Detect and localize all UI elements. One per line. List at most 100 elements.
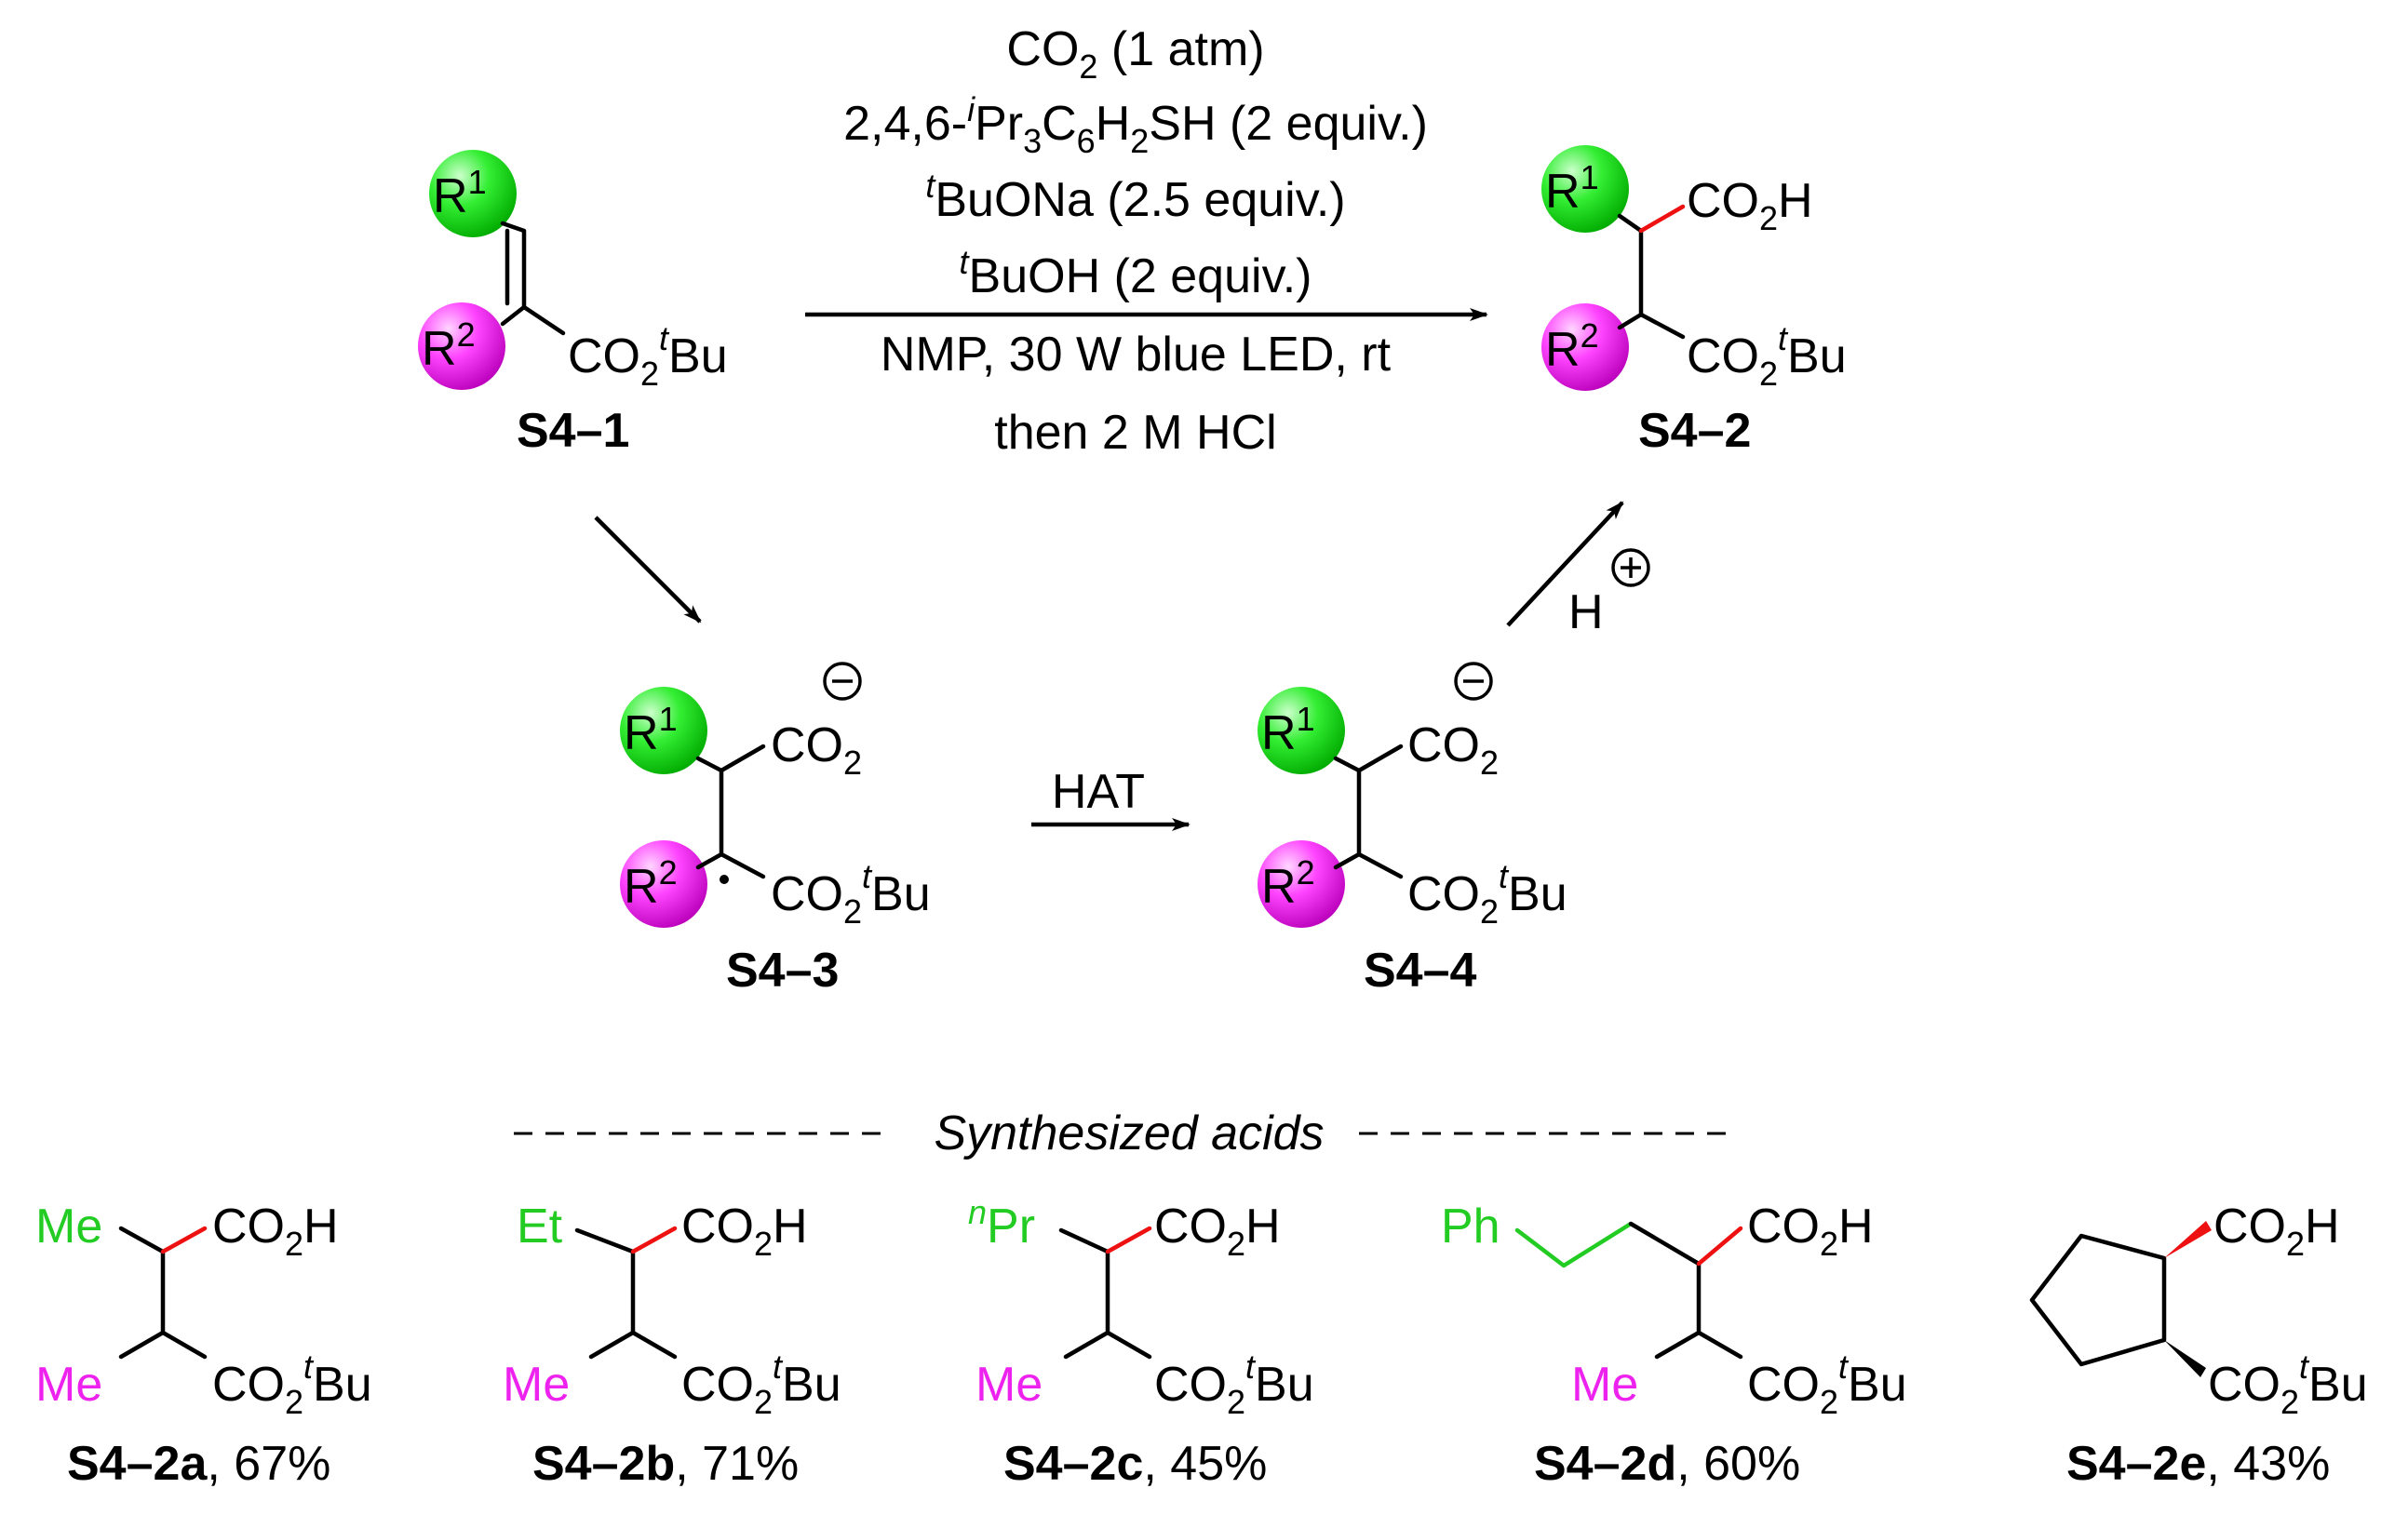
r2-sphere [1258, 840, 1345, 928]
r1-sphere [429, 150, 517, 237]
acid-group: CO2H [1747, 1200, 1874, 1263]
compound-s4-4: R1 R2 CO2 CO2tBu S4–4 [1258, 662, 1567, 998]
svg-text:R2: R2 [1261, 853, 1315, 914]
section-title: Synthesized acids [934, 1106, 1324, 1160]
reaction-conditions: CO2 (1 atm) 2,4,6-iPr3C6H2SH (2 equiv.) … [843, 22, 1428, 460]
label-s4-1: S4–1 [517, 404, 629, 458]
label-s4-3: S4–3 [726, 944, 839, 998]
condition-thiol: 2,4,6-iPr3C6H2SH (2 equiv.) [843, 90, 1428, 160]
ester-bond [1638, 312, 1686, 340]
svg-text:R1: R1 [1261, 700, 1315, 760]
condition-solvent: NMP, 30 W blue LED, rt [881, 328, 1392, 382]
acid-s4-2c: nPr Me CO2H CO2tBu S4–2c, 45% [968, 1193, 1314, 1491]
wedge-bond-ester [2164, 1340, 2206, 1377]
ester-group: CO2tBu [1154, 1347, 1314, 1421]
condition-alcohol: tBuOH (2 equiv.) [960, 243, 1312, 303]
acid-label: S4–2b, 71% [532, 1437, 799, 1491]
r2-sphere [1541, 303, 1629, 391]
condition-co2: CO2 (1 atm) [1006, 22, 1264, 86]
acid-group: CO2H [2213, 1200, 2340, 1263]
svg-text:R1: R1 [433, 163, 487, 223]
r1-sphere [1541, 145, 1629, 233]
r1-substituent: Ph [1441, 1200, 1500, 1254]
acid-label: S4–2d, 60% [1534, 1437, 1800, 1491]
new-c-c-bond [1638, 204, 1686, 234]
acid-s4-2a: Me Me CO2H CO2tBu S4–2a, 67% [35, 1200, 372, 1491]
wedge-bond-acid [2164, 1221, 2212, 1258]
acid-label: S4–2c, 45% [1003, 1437, 1267, 1491]
r2-label: R [1545, 323, 1581, 377]
r2-label: R [422, 322, 457, 376]
r1-substituent: Me [35, 1200, 102, 1254]
acid-s4-2e: CO2H CO2tBu S4–2e, 43% [2029, 1200, 2368, 1491]
ester-group: CO2tBu [771, 857, 931, 931]
compound-s4-2: R1 R2 CO2H CO2tBu S4–2 [1541, 145, 1847, 458]
carboxylate-group: CO2 [771, 718, 862, 782]
radical-dot [720, 875, 729, 884]
section-header: Synthesized acids [514, 1106, 1739, 1160]
compound-s4-3: R1 R2 CO2 CO2tBu S4–3 [620, 662, 931, 998]
new-c-c-bond [630, 1226, 678, 1254]
condition-base: tBuONa (2.5 equiv.) [925, 167, 1345, 227]
r1-label: R [1545, 165, 1581, 219]
ester-group: CO2tBu [1687, 319, 1847, 393]
ester-group: CO2tBu [568, 319, 728, 393]
minus-charge-icon [1454, 662, 1493, 701]
minus-charge-icon [823, 662, 862, 701]
ester-bond [500, 304, 566, 336]
acid-s4-2b: Et Me CO2H CO2tBu S4–2b, 71% [503, 1200, 841, 1491]
acid-label: S4–2a, 67% [67, 1437, 330, 1491]
r2-label: R [624, 860, 659, 914]
ester-group: CO2tBu [1407, 857, 1567, 931]
r2-sphere [418, 302, 505, 390]
new-c-c-bond [1105, 1226, 1152, 1254]
svg-text:R2: R2 [1545, 316, 1599, 377]
r2-substituent: Me [503, 1358, 570, 1412]
r2-sphere [620, 840, 707, 928]
backbone-bond [1333, 744, 1404, 879]
r2-substituent: Me [35, 1358, 102, 1412]
backbone-bond [1617, 213, 1644, 330]
protonation-arrow [1506, 501, 1624, 627]
ethyl-linker-bond [1514, 1221, 1634, 1268]
carboxylate-group: CO2 [1407, 718, 1499, 782]
ester-group: CO2tBu [212, 1347, 372, 1421]
new-c-c-bond [1696, 1226, 1743, 1267]
condition-workup: then 2 M HCl [994, 406, 1276, 460]
r1-substituent: Et [517, 1200, 563, 1254]
acid-s4-2d: Ph Me CO2H CO2tBu S4–2d, 60% [1441, 1200, 1907, 1491]
svg-text:R2: R2 [624, 853, 678, 914]
acid-label: S4–2e, 43% [2066, 1437, 2330, 1491]
label-s4-4: S4–4 [1364, 944, 1477, 998]
hat-label: HAT [1052, 765, 1145, 819]
r2-label: R [1261, 860, 1297, 914]
compound-s4-1: R1 R2 CO2tBu S4–1 [418, 150, 728, 458]
r2-substituent: Me [1571, 1358, 1638, 1412]
acid-group: CO2H [212, 1200, 339, 1263]
r1-substituent: nPr [968, 1193, 1035, 1254]
svg-text:R2: R2 [422, 315, 476, 376]
acid-group: CO2H [681, 1200, 808, 1263]
svg-text:R1: R1 [1545, 158, 1599, 219]
ester-group: CO2tBu [2208, 1347, 2368, 1421]
vinyl-bond [500, 221, 527, 310]
r1-label: R [1261, 706, 1297, 760]
r1-label: R [624, 706, 659, 760]
label-s4-2: S4–2 [1638, 404, 1751, 458]
svg-text:R1: R1 [624, 700, 678, 760]
r1-sphere [620, 687, 707, 774]
acid-group: CO2H [1154, 1200, 1281, 1263]
plus-charge-icon [1611, 548, 1650, 587]
r1-label: R [433, 169, 468, 223]
cyclopentane-ring [2029, 1233, 2167, 1367]
r2-substituent: Me [975, 1358, 1043, 1412]
ester-group: CO2tBu [1747, 1347, 1907, 1421]
r1-sphere [1258, 687, 1345, 774]
new-c-c-bond [160, 1226, 208, 1254]
backbone-bond [695, 744, 766, 879]
ester-group: CO2tBu [681, 1347, 841, 1421]
acid-group: CO2H [1687, 174, 1813, 237]
proton-label: H [1568, 585, 1604, 639]
arrow-s41-to-s43 [594, 516, 702, 623]
